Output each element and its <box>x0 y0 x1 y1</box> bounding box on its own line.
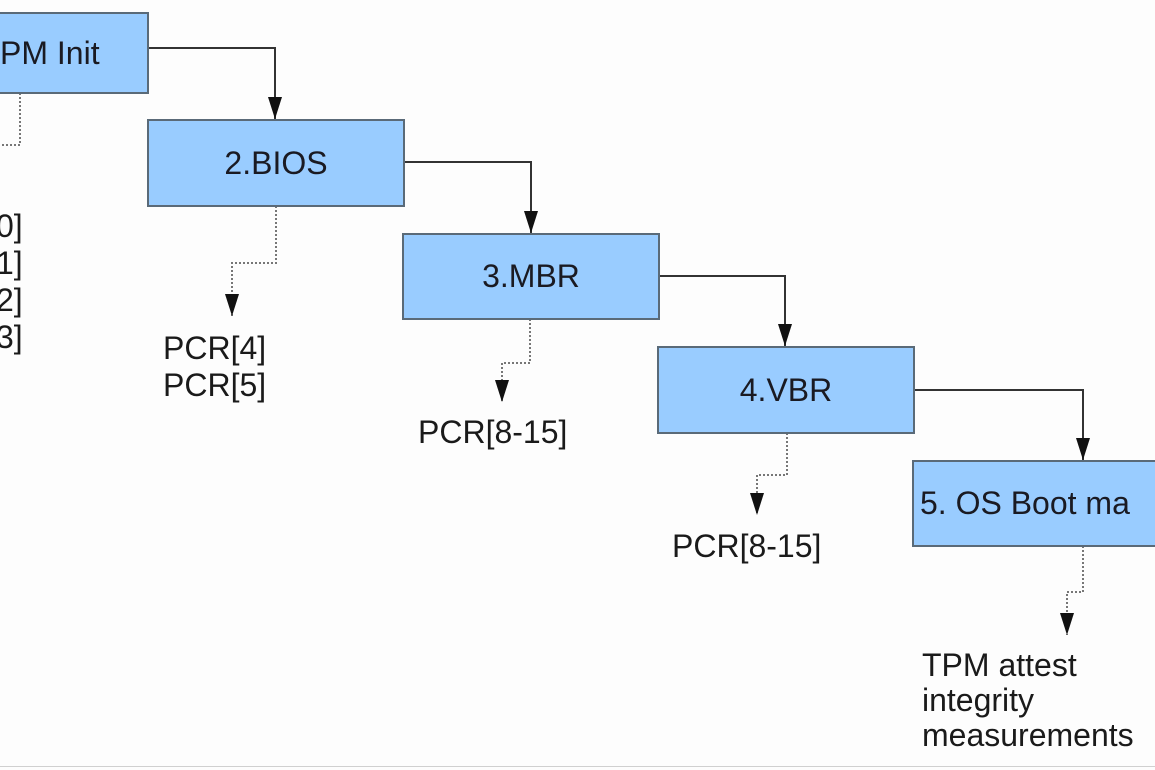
measure-arrow-vbr <box>750 433 788 515</box>
flow-arrow-tpm-bios <box>148 47 282 119</box>
measure-arrow-os <box>1060 546 1084 635</box>
stage-label: 3.MBR <box>482 258 580 294</box>
stage-label: PM Init <box>0 34 100 71</box>
measurement-bios: PCR[4] PCR[5] <box>163 330 267 403</box>
stage-os-boot: 5. OS Boot ma <box>912 460 1155 547</box>
stage-mbr: 3.MBR <box>402 233 660 320</box>
stage-tpm-init: PM Init <box>0 12 149 94</box>
flow-arrow-mbr-vbr <box>658 275 792 346</box>
measurement-mbr: PCR[8-15] <box>418 414 568 450</box>
measurement-vbr: PCR[8-15] <box>672 528 822 564</box>
stage-label: 5. OS Boot ma <box>920 485 1130 521</box>
stage-label: 2.BIOS <box>224 144 328 181</box>
stage-bios: 2.BIOS <box>147 119 405 207</box>
flow-arrow-bios-mbr <box>404 161 538 233</box>
measurement-os-boot: TPM attest integrity measurements <box>922 647 1134 753</box>
measurement-tpm-init: 0] 1] 2] 3] <box>0 208 23 355</box>
flow-arrow-vbr-os <box>913 389 1090 460</box>
measure-arrow-mbr <box>495 319 531 402</box>
stage-vbr: 4.VBR <box>657 346 915 434</box>
stage-label: 4.VBR <box>739 371 833 408</box>
measure-arrow-bios <box>225 206 277 316</box>
bottom-rule <box>0 766 1155 767</box>
measure-arrow-tpm <box>0 93 21 146</box>
